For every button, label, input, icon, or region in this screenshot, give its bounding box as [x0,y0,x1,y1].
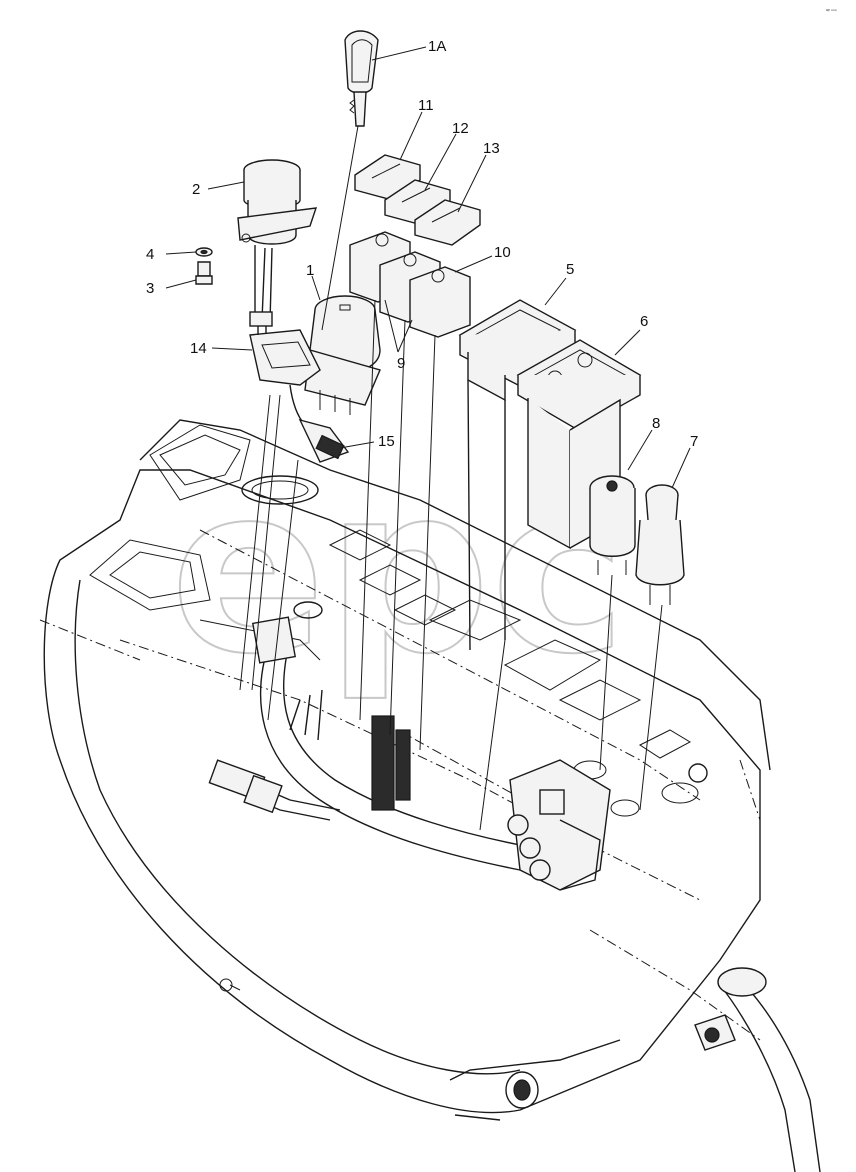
control-panel-icon [458,299,577,651]
callout-8: 8 [652,415,660,432]
ignition-switch-icon [304,295,381,415]
push-button-icon [635,484,685,605]
callout-leaders [165,46,691,489]
key-icon [344,30,379,127]
connector-block-icon [249,311,321,386]
callout-4: 4 [146,246,154,263]
mounting-bracket [507,759,611,891]
callout-2: 2 [192,181,200,198]
callout-12: 12 [452,120,469,137]
callout-15: 15 [378,433,395,450]
rocker-switch-icon [354,154,481,246]
callout-5: 5 [566,261,574,278]
callout-7: 7 [690,433,698,450]
washer-icon [195,247,213,257]
callout-1A: 1A [428,38,446,55]
callout-9: 9 [397,355,405,372]
callout-1: 1 [306,262,314,279]
callout-11: 11 [418,97,434,114]
callout-3: 3 [146,280,154,297]
dashboard-housing [43,419,771,1121]
screw-icon [195,261,213,285]
rotary-knob-icon [237,159,318,323]
callout-10: 10 [494,244,511,261]
plug-connector-icon [289,384,350,463]
switch-bodies [349,231,471,338]
panel-openings [328,529,692,817]
callout-6: 6 [640,313,648,330]
wiring-harness [208,616,821,1172]
corner-mark: ᵃᵖ ⁿⁿⁿ [826,8,837,14]
pressure-switch-icon [589,475,636,575]
callout-13: 13 [483,140,500,157]
callout-labels: 1A 1 2 3 4 5 6 7 8 9 10 11 12 13 14 15 [146,38,698,450]
callout-14: 14 [190,340,207,357]
alignment-lines [239,125,663,831]
